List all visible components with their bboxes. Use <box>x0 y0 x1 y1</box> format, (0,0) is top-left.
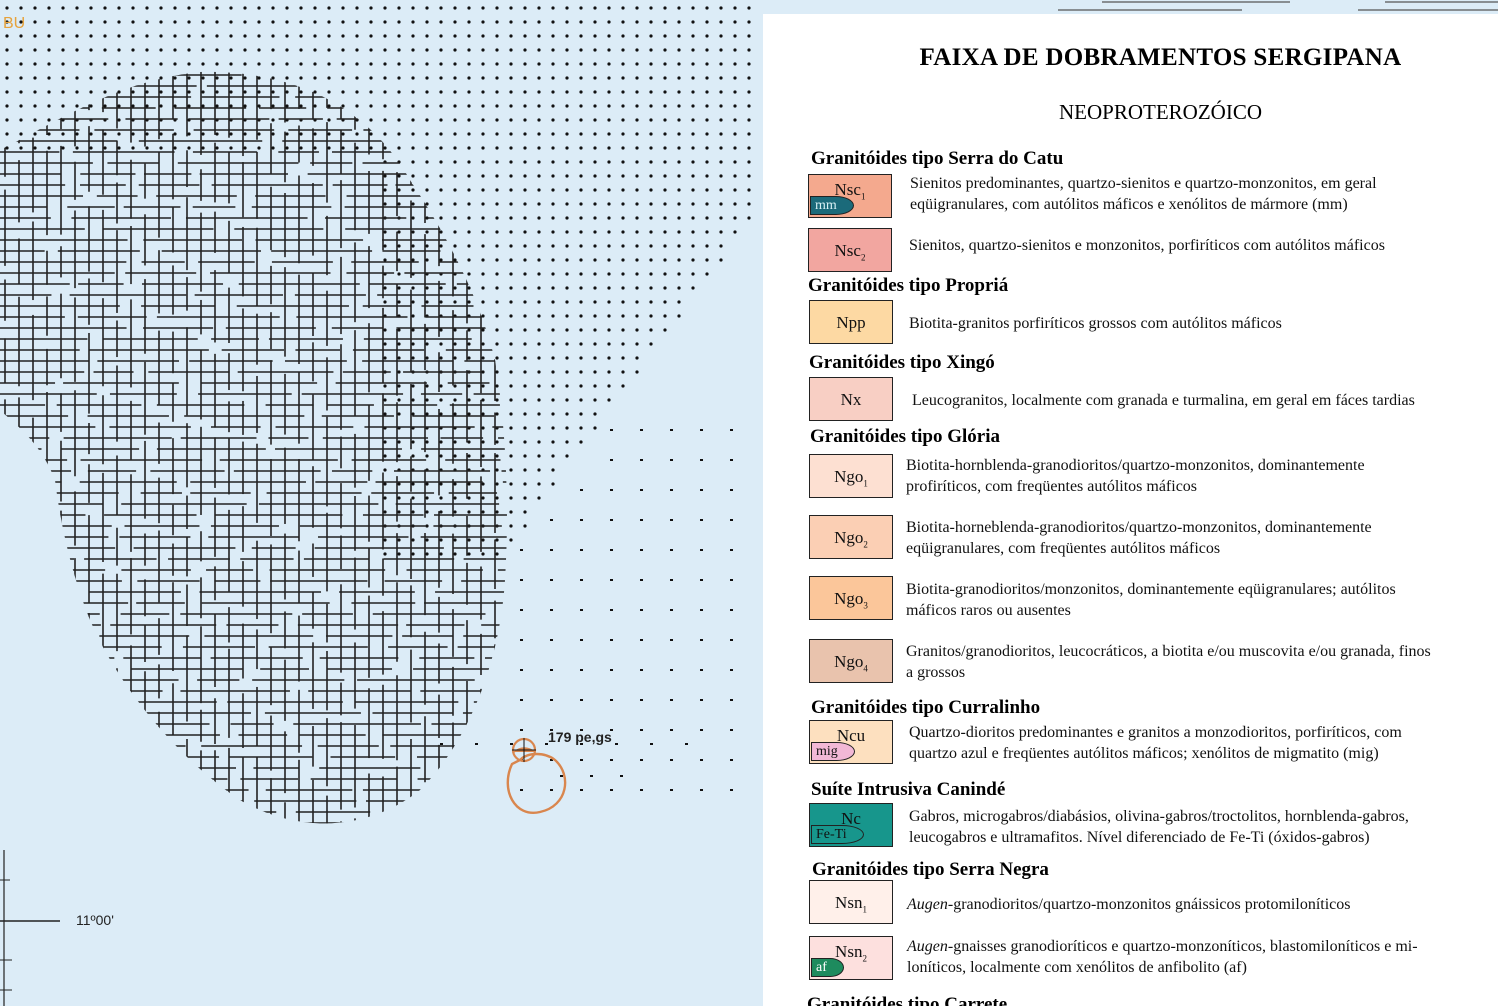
group-heading-gloria: Granitóides tipo Glória <box>810 426 1000 447</box>
unit-description-ncu: Quartzo-dioritos predominantes e granito… <box>909 724 1402 741</box>
unit-description-ngo4-line2: a grossos <box>906 664 966 681</box>
unit-swatch-ngo4: Ngo4 <box>809 639 893 683</box>
unit-description-ngo3: Biotita-granodioritos/monzonitos, domina… <box>906 581 1396 598</box>
unit-description-ngo4: Granitos/granodioritos, leucocráticos, a… <box>906 643 1431 660</box>
unit-swatch-nsn2: Nsn2 af <box>809 936 893 980</box>
unit-code: Nsn1 <box>835 893 867 915</box>
unit-description-nsc1-line2: eqüigranulares, com autólitos máficos e … <box>910 196 1348 213</box>
group-heading-partial: Granitóides tipo Carrete <box>807 994 1008 1006</box>
unit-code: Ngo1 <box>834 467 868 489</box>
unit-description-nsn2: Augen-gnaisses granodioríticos e quartzo… <box>907 938 1418 955</box>
unit-code: Nsn2 <box>835 942 867 964</box>
unit-code: Ngo4 <box>834 652 868 674</box>
latitude-label: 11º00' <box>76 912 114 928</box>
unit-description-npp: Biotita-granitos porfiríticos grossos co… <box>909 315 1282 332</box>
unit-swatch-nsc2: Nsc2 <box>808 228 892 272</box>
unit-description-nx: Leucogranitos, localmente com granada e … <box>912 392 1415 409</box>
unit-code: Npp <box>836 313 866 332</box>
unit-swatch-ngo2: Ngo2 <box>809 515 893 559</box>
legend-era: NEOPROTEROZÓICO <box>1059 100 1262 124</box>
unit-description-ngo1: Biotita-hornblenda-granodioritos/quartzo… <box>906 457 1365 474</box>
unit-description-ngo3-line2: máficos raros ou ausentes <box>906 602 1071 619</box>
xenolith-tag-mm: mm <box>810 196 854 215</box>
unit-swatch-nsn1: Nsn1 <box>809 880 893 924</box>
unit-description-ngo2: Biotita-horneblenda-granodioritos/quartz… <box>906 519 1372 536</box>
map-legend-panel: FAIXA DE DOBRAMENTOS SERGIPANA NEOPROTER… <box>763 14 1498 1006</box>
fe-ti-level-tag: Fe-Ti <box>811 825 864 844</box>
unit-swatch-ncu: Ncu mig <box>809 720 893 764</box>
unit-code: Nsc2 <box>834 241 866 263</box>
sample-point-label: 179 pe,gs <box>548 729 612 745</box>
map-corner-label: BU <box>3 15 26 32</box>
group-heading-caninde: Suíte Intrusiva Canindé <box>811 779 1006 800</box>
unit-code: Nc <box>841 809 861 828</box>
group-heading-propria: Granitóides tipo Propriá <box>808 275 1009 296</box>
unit-description-nsc2: Sienitos, quartzo-sienitos e monzonitos,… <box>909 237 1385 254</box>
dense-dot-pattern-area <box>5 6 751 556</box>
group-heading-xingo: Granitóides tipo Xingó <box>809 352 995 373</box>
unit-description-nsn2-line2: loníticos, localmente com xenólitos de a… <box>907 959 1247 976</box>
xenolith-tag-mig: mig <box>811 742 855 761</box>
unit-code: Nx <box>840 390 862 409</box>
group-heading-serra-do-catu: Granitóides tipo Serra do Catu <box>811 148 1064 169</box>
sample-point-marker <box>506 737 567 815</box>
unit-description-nsc1: Sienitos predominantes, quartzo-sienitos… <box>910 175 1377 192</box>
unit-code: Ngo3 <box>834 589 868 611</box>
unit-code: Nsc1 <box>834 180 866 202</box>
unit-description-nc: Gabros, microgabros/diabásios, olivina-g… <box>909 808 1409 825</box>
unit-swatch-npp: Npp <box>809 300 893 344</box>
group-heading-serra-negra: Granitóides tipo Serra Negra <box>812 859 1049 880</box>
unit-code: Ngo2 <box>834 528 868 550</box>
unit-swatch-nx: Nx <box>809 377 893 421</box>
unit-swatch-ngo3: Ngo3 <box>809 576 893 620</box>
map-frame-top-lines <box>1058 1 1498 11</box>
unit-description-ngo2-line2: eqüigranulares, com freqüentes autólitos… <box>906 540 1221 557</box>
unit-description-ncu-line2: quartzo azul e freqüentes autólitos máfi… <box>909 745 1379 762</box>
xenolith-tag-af: af <box>811 958 844 977</box>
unit-description-nsn1: Augen-granodioritos/quartzo-monzonitos g… <box>907 896 1351 913</box>
unit-swatch-nc: Nc Fe-Ti <box>809 803 893 847</box>
sparse-dot-pattern-area <box>440 429 733 791</box>
unit-swatch-nsc1: Nsc1 mm <box>808 174 892 218</box>
unit-description-ngo1-line2: profiríticos, com freqüentes autólitos m… <box>906 478 1198 495</box>
unit-code: Ncu <box>836 726 866 745</box>
unit-swatch-ngo1: Ngo1 <box>809 454 893 498</box>
latitude-tick-mark <box>0 850 60 1006</box>
group-heading-curralinho: Granitóides tipo Curralinho <box>811 697 1041 718</box>
legend-title: FAIXA DE DOBRAMENTOS SERGIPANA <box>919 44 1402 71</box>
unit-description-nc-line2: leucogabros e ultramafitos. Nível difere… <box>909 829 1370 846</box>
